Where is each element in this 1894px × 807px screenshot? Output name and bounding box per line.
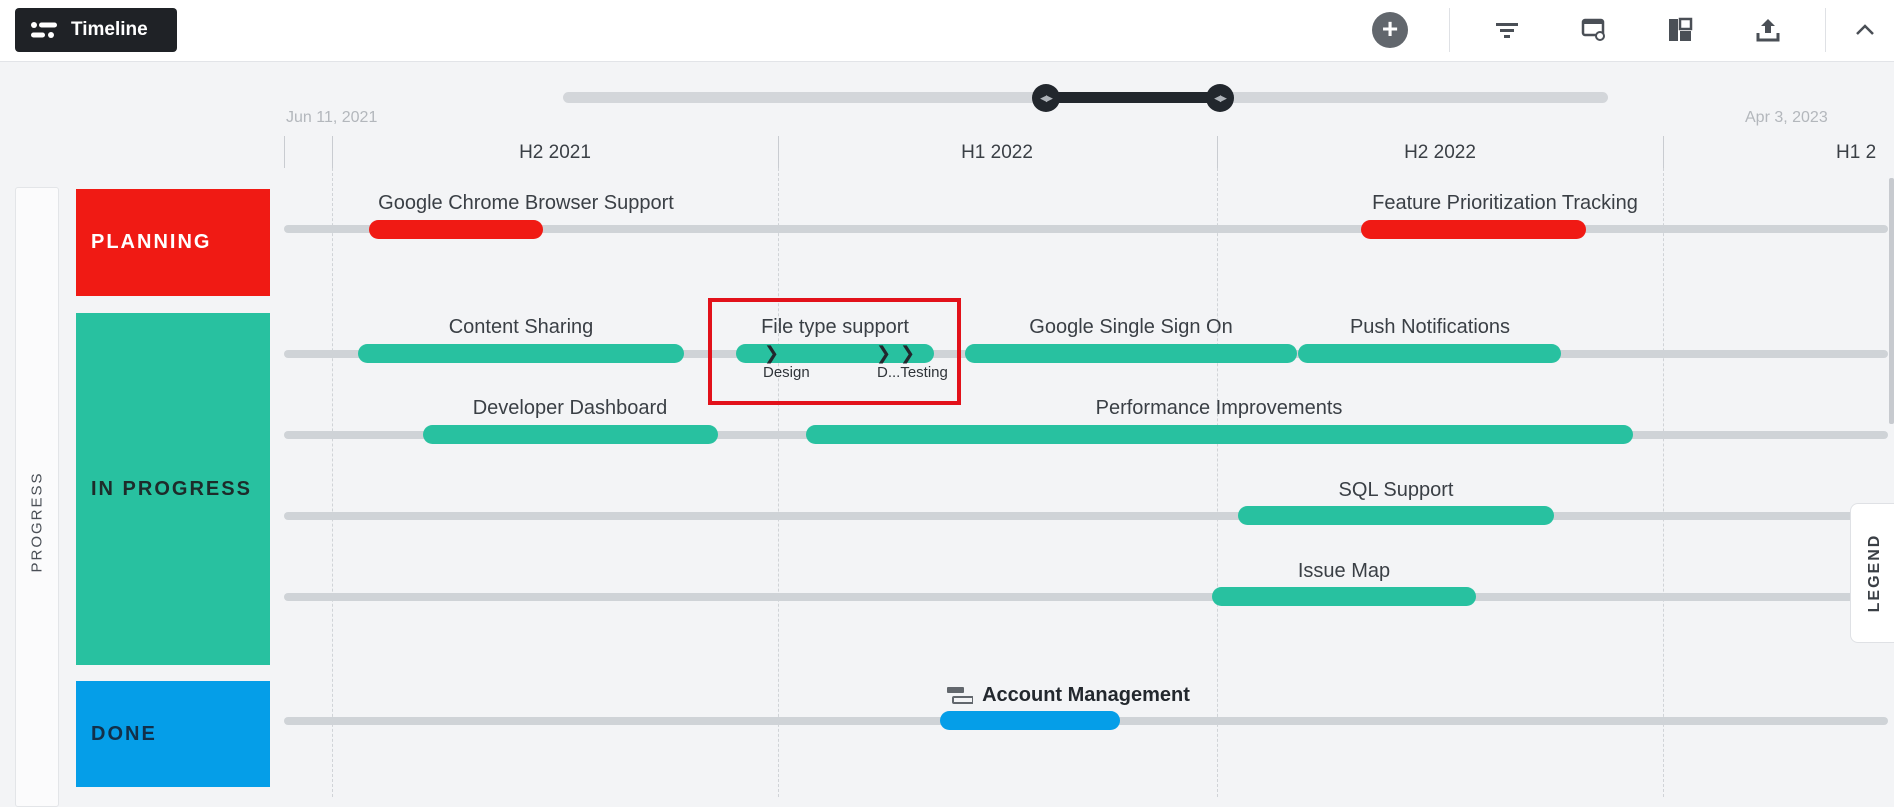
item-label[interactable]: Push Notifications <box>1349 316 1511 338</box>
item-label[interactable]: SQL Support <box>1338 479 1454 501</box>
item-bar[interactable] <box>736 344 934 363</box>
add-icon[interactable]: + <box>1372 12 1408 48</box>
collapse-icon[interactable] <box>1847 12 1883 48</box>
range-start-handle[interactable]: ◀▶ <box>1032 84 1060 112</box>
account-management-icon <box>947 687 973 704</box>
item-label[interactable]: File type support <box>761 316 909 338</box>
period-divider <box>284 136 285 168</box>
toolbar-divider <box>1825 8 1826 52</box>
group-panel <box>15 187 59 807</box>
timeline-track <box>284 593 1888 601</box>
period-divider <box>1217 136 1218 168</box>
item-label[interactable]: Google Single Sign On <box>1029 316 1233 338</box>
period-divider <box>778 136 779 168</box>
timeline-view-button[interactable]: Timeline <box>15 8 177 52</box>
item-label[interactable]: Google Chrome Browser Support <box>378 192 674 214</box>
export-icon[interactable] <box>1750 12 1786 48</box>
lane-done[interactable]: DONE <box>76 681 270 787</box>
item-bar[interactable] <box>1361 220 1586 239</box>
group-label: PROGRESS <box>28 471 46 573</box>
range-end-handle[interactable]: ◀▶ <box>1206 84 1234 112</box>
settings-icon[interactable] <box>1576 12 1612 48</box>
scrollbar[interactable] <box>1889 178 1894 424</box>
legend-label: LEGEND <box>1866 533 1883 613</box>
item-label[interactable]: Feature Prioritization Tracking <box>1372 192 1638 214</box>
milestone-label: D...Testing <box>877 364 948 381</box>
timeline-view-label: Timeline <box>71 19 148 40</box>
timeline-track <box>284 225 1888 233</box>
period-label: H1 2 <box>1836 142 1877 163</box>
timeline-icon <box>31 22 57 38</box>
item-bar[interactable] <box>423 425 718 444</box>
item-label[interactable]: Content Sharing <box>448 316 594 338</box>
item-bar[interactable] <box>1238 506 1554 525</box>
item-bar[interactable] <box>806 425 1633 444</box>
lane-planning[interactable]: PLANNING <box>76 189 270 296</box>
highlight-box <box>708 298 961 405</box>
grid-line <box>1663 168 1664 797</box>
grid-line <box>1217 168 1218 797</box>
period-label: H1 2022 <box>961 142 1033 163</box>
legend-tab[interactable] <box>1850 503 1894 643</box>
lane-label: PLANNING <box>91 231 212 253</box>
item-bar[interactable] <box>940 711 1120 730</box>
lane-label: IN PROGRESS <box>91 477 252 500</box>
lane-label: DONE <box>91 722 157 745</box>
milestone-marker[interactable]: ❯ <box>764 343 780 363</box>
lane-in-progress[interactable]: IN PROGRESS <box>76 313 270 665</box>
grid-line <box>778 168 779 797</box>
period-divider <box>332 136 333 168</box>
period-label: H2 2022 <box>1404 142 1476 163</box>
item-bar[interactable] <box>1298 344 1561 363</box>
grid-line <box>332 168 333 797</box>
milestone-label: Design <box>763 364 810 381</box>
milestone-marker[interactable]: ❯ <box>900 343 916 363</box>
item-bar[interactable] <box>369 220 543 239</box>
range-end-date: Apr 3, 2023 <box>1745 109 1828 126</box>
range-slider-selection[interactable] <box>1046 92 1220 103</box>
layout-icon[interactable] <box>1662 12 1698 48</box>
item-bar[interactable] <box>1212 587 1476 606</box>
item-bar[interactable] <box>965 344 1297 363</box>
milestone-marker[interactable]: ❯ <box>876 343 892 363</box>
item-label[interactable]: Performance Improvements <box>1095 397 1343 419</box>
period-divider <box>1663 136 1664 168</box>
item-label[interactable]: Developer Dashboard <box>472 397 668 419</box>
period-label: H2 2021 <box>519 142 591 163</box>
item-label[interactable]: Issue Map <box>1297 560 1391 582</box>
timeline-track <box>284 512 1888 520</box>
item-bar[interactable] <box>358 344 684 363</box>
toolbar-divider <box>1449 8 1450 52</box>
range-start-date: Jun 11, 2021 <box>286 109 378 126</box>
item-label[interactable]: Account Management <box>982 684 1190 706</box>
filter-icon[interactable] <box>1489 12 1525 48</box>
toolbar: Timeline + <box>0 0 1894 62</box>
